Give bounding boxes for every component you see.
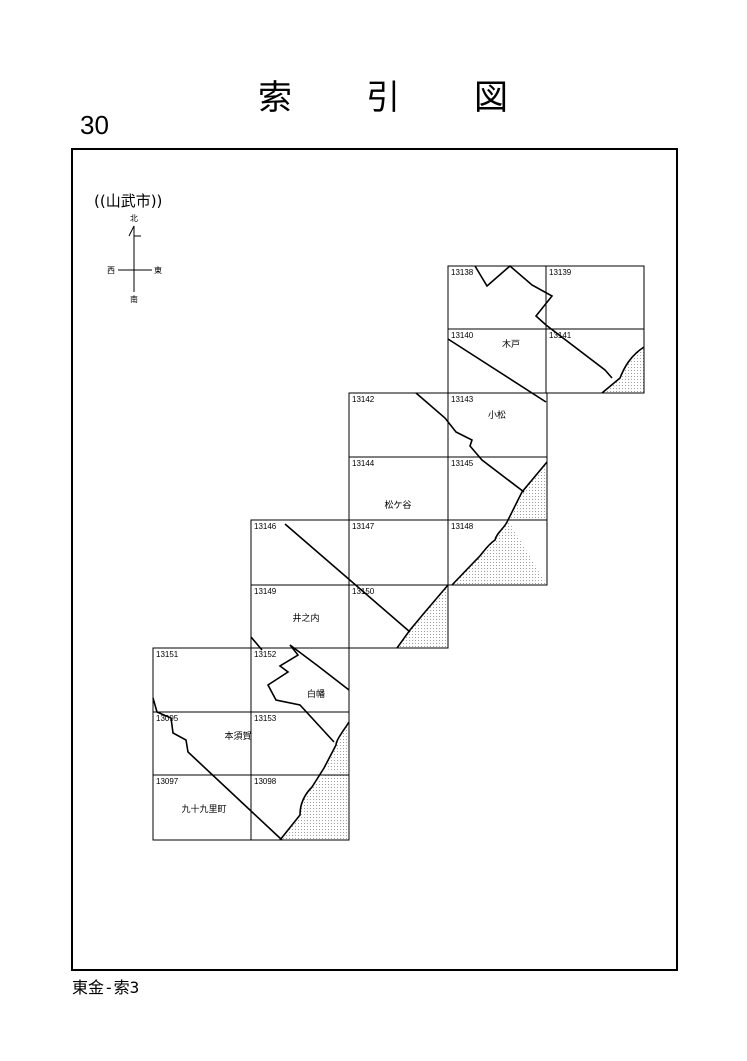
grid	[152, 265, 645, 841]
place-inouchi: 井之内	[292, 612, 319, 624]
compass-north: 北	[130, 214, 138, 223]
tile-13153: 13153	[254, 714, 277, 723]
tile-13098: 13098	[254, 777, 277, 786]
place-matsugaya: 松ケ谷	[384, 499, 411, 511]
tile-13138: 13138	[451, 268, 474, 277]
page-number: 30	[80, 110, 109, 140]
page-title: 索 引 図	[258, 70, 508, 118]
tile-13145: 13145	[451, 459, 474, 468]
tile-numbers: 13138 13139 13140 13141 13142 13143 1314…	[156, 268, 572, 786]
place-motosuka: 本須賀	[224, 730, 251, 742]
tile-13095: 13095	[156, 714, 179, 723]
compass-west: 西	[107, 266, 115, 275]
tile-13139: 13139	[549, 268, 572, 277]
place-kido: 木戸	[502, 338, 520, 350]
compass-south: 南	[130, 294, 138, 304]
tile-13144: 13144	[352, 459, 375, 468]
tile-13146: 13146	[254, 522, 277, 531]
title-char-1: 索	[258, 78, 292, 118]
title-char-3: 図	[474, 78, 508, 118]
tile-13097: 13097	[156, 777, 179, 786]
tile-13142: 13142	[352, 395, 375, 404]
tile-13141: 13141	[549, 331, 572, 340]
boundary-lines	[152, 264, 645, 841]
tile-13149: 13149	[254, 587, 277, 596]
compass-east: 東	[154, 265, 162, 275]
place-kujukuri: 九十九里町	[181, 803, 226, 815]
tile-13140: 13140	[451, 331, 474, 340]
city-label: ((山武市))	[94, 192, 163, 210]
tile-13147: 13147	[352, 522, 375, 531]
tile-13151: 13151	[156, 650, 179, 659]
place-shirahata: 白幡	[307, 688, 325, 700]
tile-13148: 13148	[451, 522, 474, 531]
sea-areas	[280, 347, 644, 840]
compass: 北 南 東 西	[107, 214, 162, 304]
tile-13143: 13143	[451, 395, 474, 404]
map-frame	[71, 148, 678, 971]
place-names: 木戸 小松 松ケ谷 井之内 白幡 本須賀 九十九里町	[181, 338, 520, 815]
place-komatsu: 小松	[488, 409, 506, 421]
footer-code: 東金-索3	[72, 978, 140, 997]
tile-13150: 13150	[352, 587, 375, 596]
tile-13152: 13152	[254, 650, 277, 659]
title-char-2: 引	[366, 78, 400, 118]
